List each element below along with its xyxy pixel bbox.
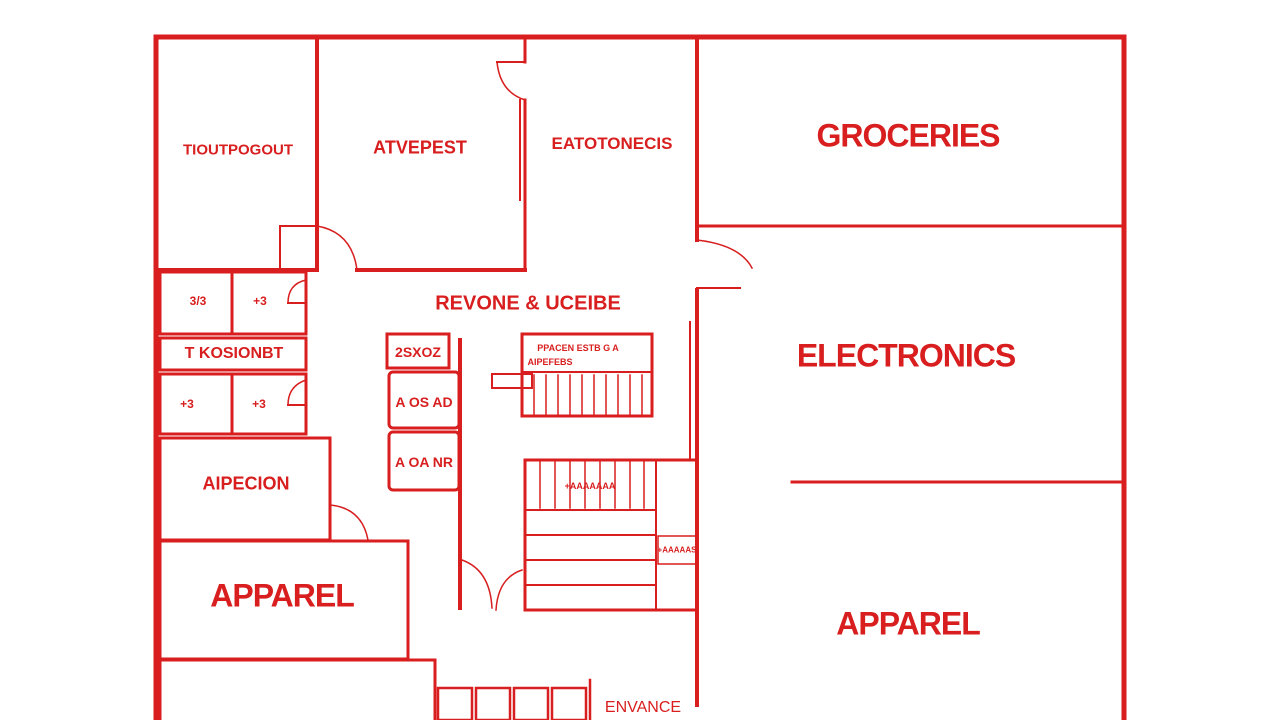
bottom-left-room [158,658,437,720]
room-label-entrance: ENVANCE [604,699,682,716]
room-label-top-center-right: EATOTONECIS [551,134,673,153]
room-label-groceries: GROCERIES [816,117,1000,154]
counter-top [385,332,451,370]
room-label-reception: AIPECION [202,473,290,494]
room-label-apparel-right: APPAREL [836,605,981,642]
outer-wall [153,34,1127,720]
fixture-2 [474,686,512,720]
counter-label-mid: A OS AD [395,394,453,410]
door-arc-topleft [316,225,358,271]
closet [279,225,318,271]
door-arc-reception [329,504,369,541]
counter-low [387,430,461,492]
fixture-4 [550,686,588,720]
room-label-small-b: +3 [253,294,267,308]
kiosk-box [158,336,308,372]
side-sign-label: +AAAAAS [657,545,697,555]
shelf-sign-label-2: AIPEFEBS [527,357,573,367]
door-arc-right [696,239,754,270]
shelf-sign-label: PPACEN ESTB G A [537,343,619,353]
shelf-slats [533,374,643,415]
stair-sign-label: +AAAAAAA [564,481,616,491]
room-label-small-c: +3 [180,397,194,411]
counter-label-low: A OA NR [394,454,454,470]
room-label-apparel-left: APPAREL [210,577,355,614]
small-room-3 [158,372,234,436]
fixture-1 [436,686,474,720]
side-panel [657,535,697,565]
shelf-ledge [491,373,533,389]
room-label-electronics: ELECTRONICS [796,337,1016,374]
counter-label-top: 2SXOZ [395,344,441,360]
fixture-3 [512,686,550,720]
room-label-small-a: 3/3 [189,294,207,308]
room-label-top-middle: ATVEPEST [373,137,467,158]
room-label-kiosk: T KOSIONBT [184,345,284,362]
door-arc-topmid [496,61,526,101]
counter-mid [387,370,461,430]
room-label-central: REVONE & UCEIBE [435,292,621,315]
stair-treads [539,461,645,509]
room-label-top-left: TIOUTPOGOUT [183,141,293,159]
room-label-small-d: +3 [252,397,266,411]
